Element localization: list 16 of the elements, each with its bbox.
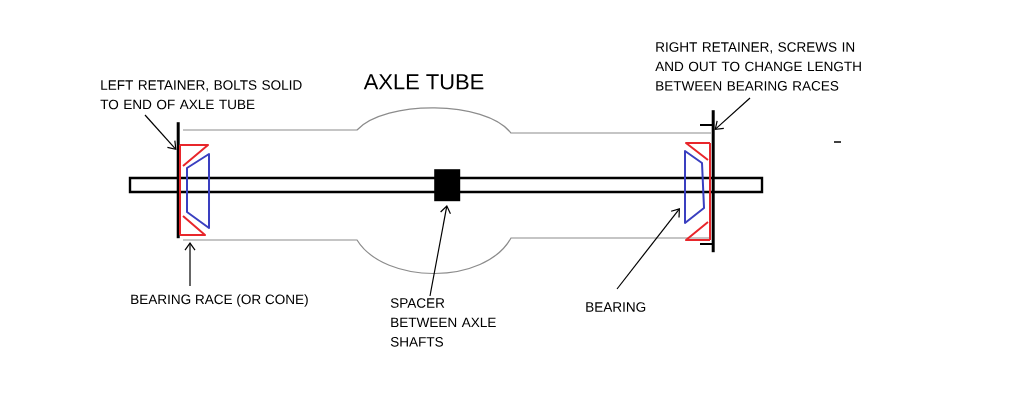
leader-line [144,114,177,150]
callout-text: RIGHT RETAINER, SCREWS IN AND OUT TO CHANGE LENGTH BETWEEN BEARING RACES [655,42,861,91]
callout-text: SPACER BETWEEN AXLE SHAFTS [390,298,496,347]
title: AXLE TUBE [363,74,484,90]
callout-text: BEARING RACE (OR CONE) [131,294,308,307]
leader-line [714,97,751,130]
spacer-block [434,169,461,202]
bearing-race-drawing [179,144,210,236]
leader-line [429,205,452,297]
bearing-drawing [684,142,711,241]
retainer-plate [711,110,715,253]
callout-text: BEARING [586,302,646,312]
leader-line [184,242,196,287]
callout-text: LEFT RETAINER, BOLTS SOLID TO END OF AXLE TUBE [100,80,302,110]
leader-line [616,208,680,290]
retainer-plate [176,122,180,239]
